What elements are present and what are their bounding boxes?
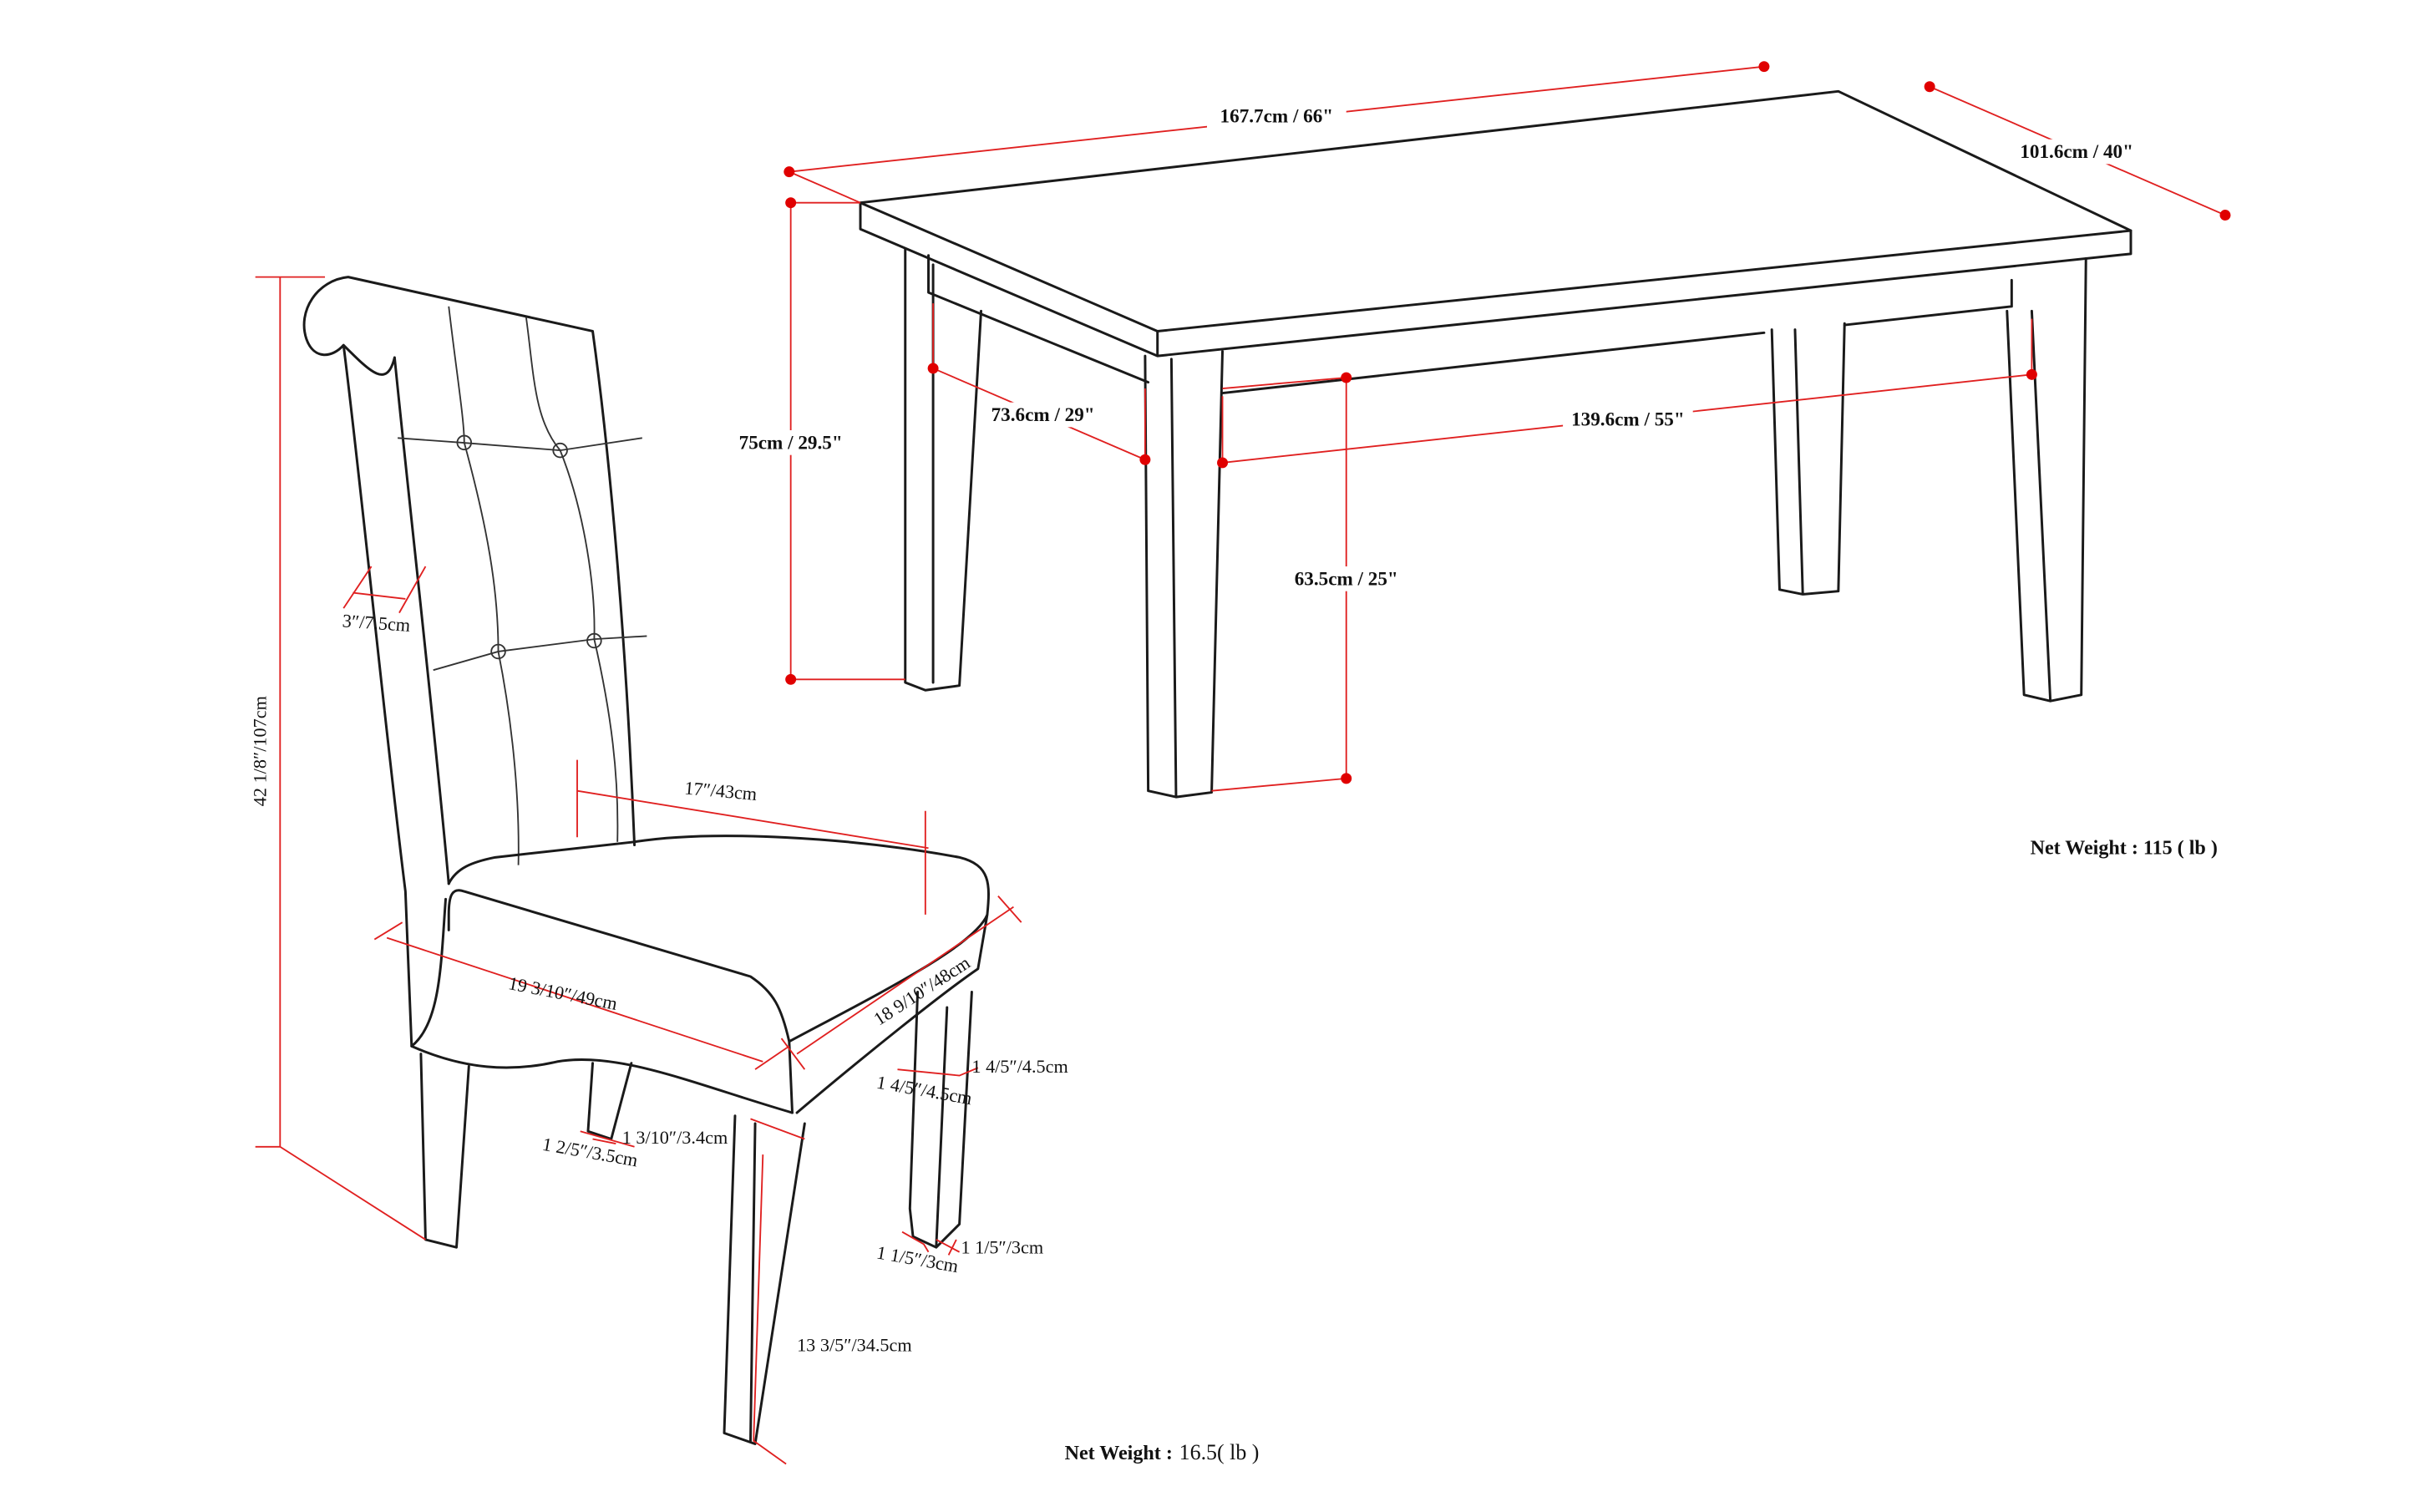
chair-button: [456, 434, 473, 451]
table-apron: [927, 254, 2013, 395]
chair-leg-bottom-label-b: 1 1/5″/3cm: [875, 1241, 961, 1276]
table-leg-back-left: [904, 247, 983, 692]
table-net-weight: Net Weight : 115 ( lb ): [2031, 838, 2218, 860]
chair-leg-top-label-b: 1 4/5″/4.5cm: [875, 1072, 974, 1109]
table-length-dimension: 167.7cm / 66": [784, 61, 1770, 204]
table-top: [859, 89, 2133, 332]
chair-skirt: [410, 897, 794, 1114]
chair-back: [302, 276, 636, 1048]
table-leg-back-right: [1770, 322, 1846, 596]
table-drawing: 167.7cm / 66" 101.6cm / 40" 75cm / 29.5"…: [730, 61, 2231, 860]
chair-seat-width-label: 19 3/10″/49cm: [507, 972, 619, 1014]
table-width-label: 101.6cm / 40": [2020, 141, 2133, 163]
table-height-label: 75cm / 29.5": [739, 432, 843, 454]
chair-leg-top-label-a: 1 4/5″/4.5cm: [971, 1056, 1068, 1077]
table-clearance-dimension: 63.5cm / 25": [1211, 372, 1408, 792]
table-side-span-dimension: 73.6cm / 29": [927, 303, 1151, 465]
table-width-dimension: 101.6cm / 40": [1924, 81, 2231, 221]
chair-net-weight-label: Net Weight :: [1065, 1443, 1173, 1464]
chair-leg-back-right: [908, 991, 973, 1249]
chair-button: [586, 632, 602, 649]
chair-button: [490, 643, 506, 660]
chair-seat: [447, 835, 990, 1114]
table-length-label: 167.7cm / 66": [1220, 105, 1334, 127]
chair-back-thickness-label: 3″/7.5cm: [342, 610, 411, 636]
table-side-span-label: 73.6cm / 29": [991, 404, 1095, 426]
chair-leg-bottom-label-a: 1 1/5″/3cm: [961, 1237, 1043, 1258]
chair-leg-front-right: [723, 1114, 806, 1445]
table-height-dimension: 75cm / 29.5": [730, 197, 905, 685]
table-leg-front-left: [1144, 350, 1225, 799]
table-clearance-label: 63.5cm / 25": [1295, 568, 1398, 590]
chair-front-leg-label-a: 1 3/10″/3.4cm: [622, 1127, 728, 1148]
table-top-edge: [859, 201, 2133, 358]
chair-height-label: 42 1/8″/107cm: [250, 696, 271, 806]
chair-dimension-lines: [255, 276, 1022, 1465]
chair-button: [552, 442, 568, 459]
chair-leg-back-left: [586, 1062, 633, 1140]
table-front-span-dimension: 139.6cm / 55": [1217, 318, 2037, 469]
chair-leg-height-label: 13 3/5″/34.5cm: [797, 1334, 912, 1355]
chair-net-weight-value: 16.5( lb ): [1179, 1440, 1260, 1464]
chair-tufting: [398, 306, 647, 865]
table-leg-front-right: [2006, 256, 2087, 703]
table-front-span-label: 139.6cm / 55": [1571, 408, 1685, 430]
chair-seat-depth-label: 17″/43cm: [683, 777, 758, 804]
chair-drawing: 42 1/8″/107cm 3″/7.5cm 17″/43cm 19 3/10″…: [250, 276, 1260, 1465]
chair-leg-front-left: [419, 1053, 470, 1249]
